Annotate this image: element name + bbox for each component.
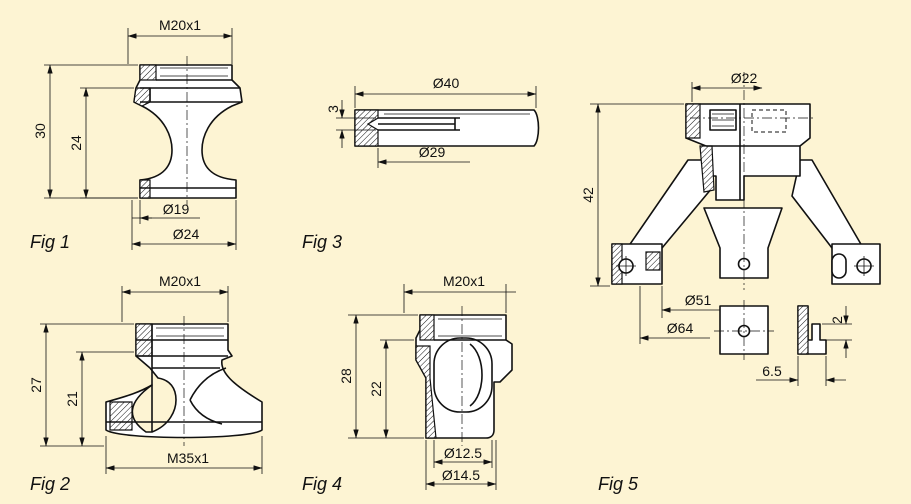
fig1-dia-large-label: Ø24 xyxy=(173,226,200,242)
fig4-thread-label: M20x1 xyxy=(443,273,485,289)
fig1-caption: Fig 1 xyxy=(30,232,70,252)
fig1-dia-small-label: Ø19 xyxy=(163,201,190,217)
fig4-dia-small-label: Ø12.5 xyxy=(444,445,482,461)
figure-2: M20x1 27 21 M35x1 Fig 2 xyxy=(28,273,263,494)
fig5-main-body xyxy=(611,72,881,290)
fig3-dimensions: Ø40 3 Ø29 xyxy=(325,75,537,168)
fig5-caption: Fig 5 xyxy=(598,474,639,494)
fig5-detail-width-label: 6.5 xyxy=(762,363,782,379)
fig4-dimensions: M20x1 28 22 Ø12.5 Ø14.5 xyxy=(338,273,516,490)
fig1-height-inner-label: 24 xyxy=(68,135,84,151)
fig4-caption: Fig 4 xyxy=(302,474,342,494)
fig5-detail-small-label: 2 xyxy=(829,316,845,324)
fig3-caption: Fig 3 xyxy=(302,232,342,252)
fig5-dia-mid-label: Ø51 xyxy=(685,292,712,308)
fig2-caption: Fig 2 xyxy=(30,474,70,494)
fig1-dimensions: M20x1 30 24 Ø19 Ø24 xyxy=(32,17,237,250)
fig3-thickness-label: 3 xyxy=(325,105,341,113)
fig1-thread-label: M20x1 xyxy=(159,17,201,33)
fig1-height-total-label: 30 xyxy=(32,123,48,139)
fig4-height-inner-label: 22 xyxy=(368,381,384,397)
figure-3: Ø40 3 Ø29 Fig 3 xyxy=(302,75,540,252)
fig2-part-outline xyxy=(105,316,263,446)
figure-1: M20x1 30 24 Ø19 Ø24 Fig 1 xyxy=(30,17,243,252)
fig2-dimensions: M20x1 27 21 M35x1 xyxy=(28,273,263,474)
fig2-height-total-label: 27 xyxy=(28,377,44,393)
fig4-height-total-label: 28 xyxy=(338,368,354,384)
figure-5: Ø22 42 Ø51 Ø64 2 6.5 Fig 5 xyxy=(580,70,881,494)
fig3-dia-outer-label: Ø40 xyxy=(433,75,460,91)
fig5-dimensions: Ø22 42 Ø51 Ø64 2 6.5 xyxy=(580,70,852,386)
fig2-thread-top-label: M20x1 xyxy=(159,273,201,289)
fig3-dia-inner-label: Ø29 xyxy=(419,144,446,160)
fig2-height-inner-label: 21 xyxy=(64,391,80,407)
figure-4: M20x1 28 22 Ø12.5 Ø14.5 Fig 4 xyxy=(302,273,516,494)
fig1-part-outline xyxy=(133,56,243,206)
fig3-part-outline xyxy=(354,109,540,147)
fig2-thread-bottom-label: M35x1 xyxy=(167,450,209,466)
fig5-height-label: 42 xyxy=(580,187,596,203)
fig4-part-outline xyxy=(415,306,513,446)
fig5-dia-outer-label: Ø64 xyxy=(667,320,694,336)
fig5-detail-views xyxy=(714,300,827,360)
fig5-dia-top-label: Ø22 xyxy=(731,70,758,86)
fig4-dia-large-label: Ø14.5 xyxy=(442,467,480,483)
